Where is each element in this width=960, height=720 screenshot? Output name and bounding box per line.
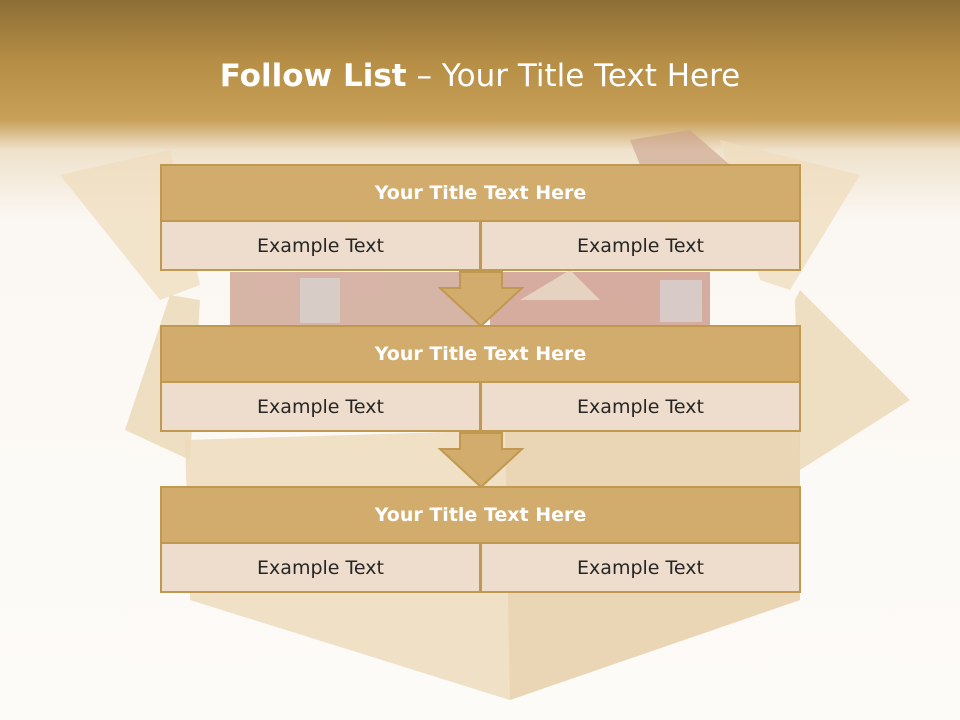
down-arrow-icon xyxy=(438,432,524,489)
list-block-2: Your Title Text Here Example Text Exampl… xyxy=(160,325,801,432)
block-cell-left: Example Text xyxy=(160,381,481,432)
block-cell-left: Example Text xyxy=(160,542,481,593)
block-cell-right: Example Text xyxy=(480,220,801,271)
list-block-3: Your Title Text Here Example Text Exampl… xyxy=(160,486,801,593)
block-heading: Your Title Text Here xyxy=(160,325,801,383)
block-heading: Your Title Text Here xyxy=(160,486,801,544)
block-cell-right: Example Text xyxy=(480,542,801,593)
list-block-1: Your Title Text Here Example Text Exampl… xyxy=(160,164,801,271)
title-subtitle: – Your Title Text Here xyxy=(406,58,741,94)
page-title: Follow List – Your Title Text Here xyxy=(0,54,960,98)
block-cell-left: Example Text xyxy=(160,220,481,271)
down-arrow-icon xyxy=(438,271,524,328)
block-heading: Your Title Text Here xyxy=(160,164,801,222)
block-cell-right: Example Text xyxy=(480,381,801,432)
title-bold: Follow List xyxy=(219,58,407,94)
